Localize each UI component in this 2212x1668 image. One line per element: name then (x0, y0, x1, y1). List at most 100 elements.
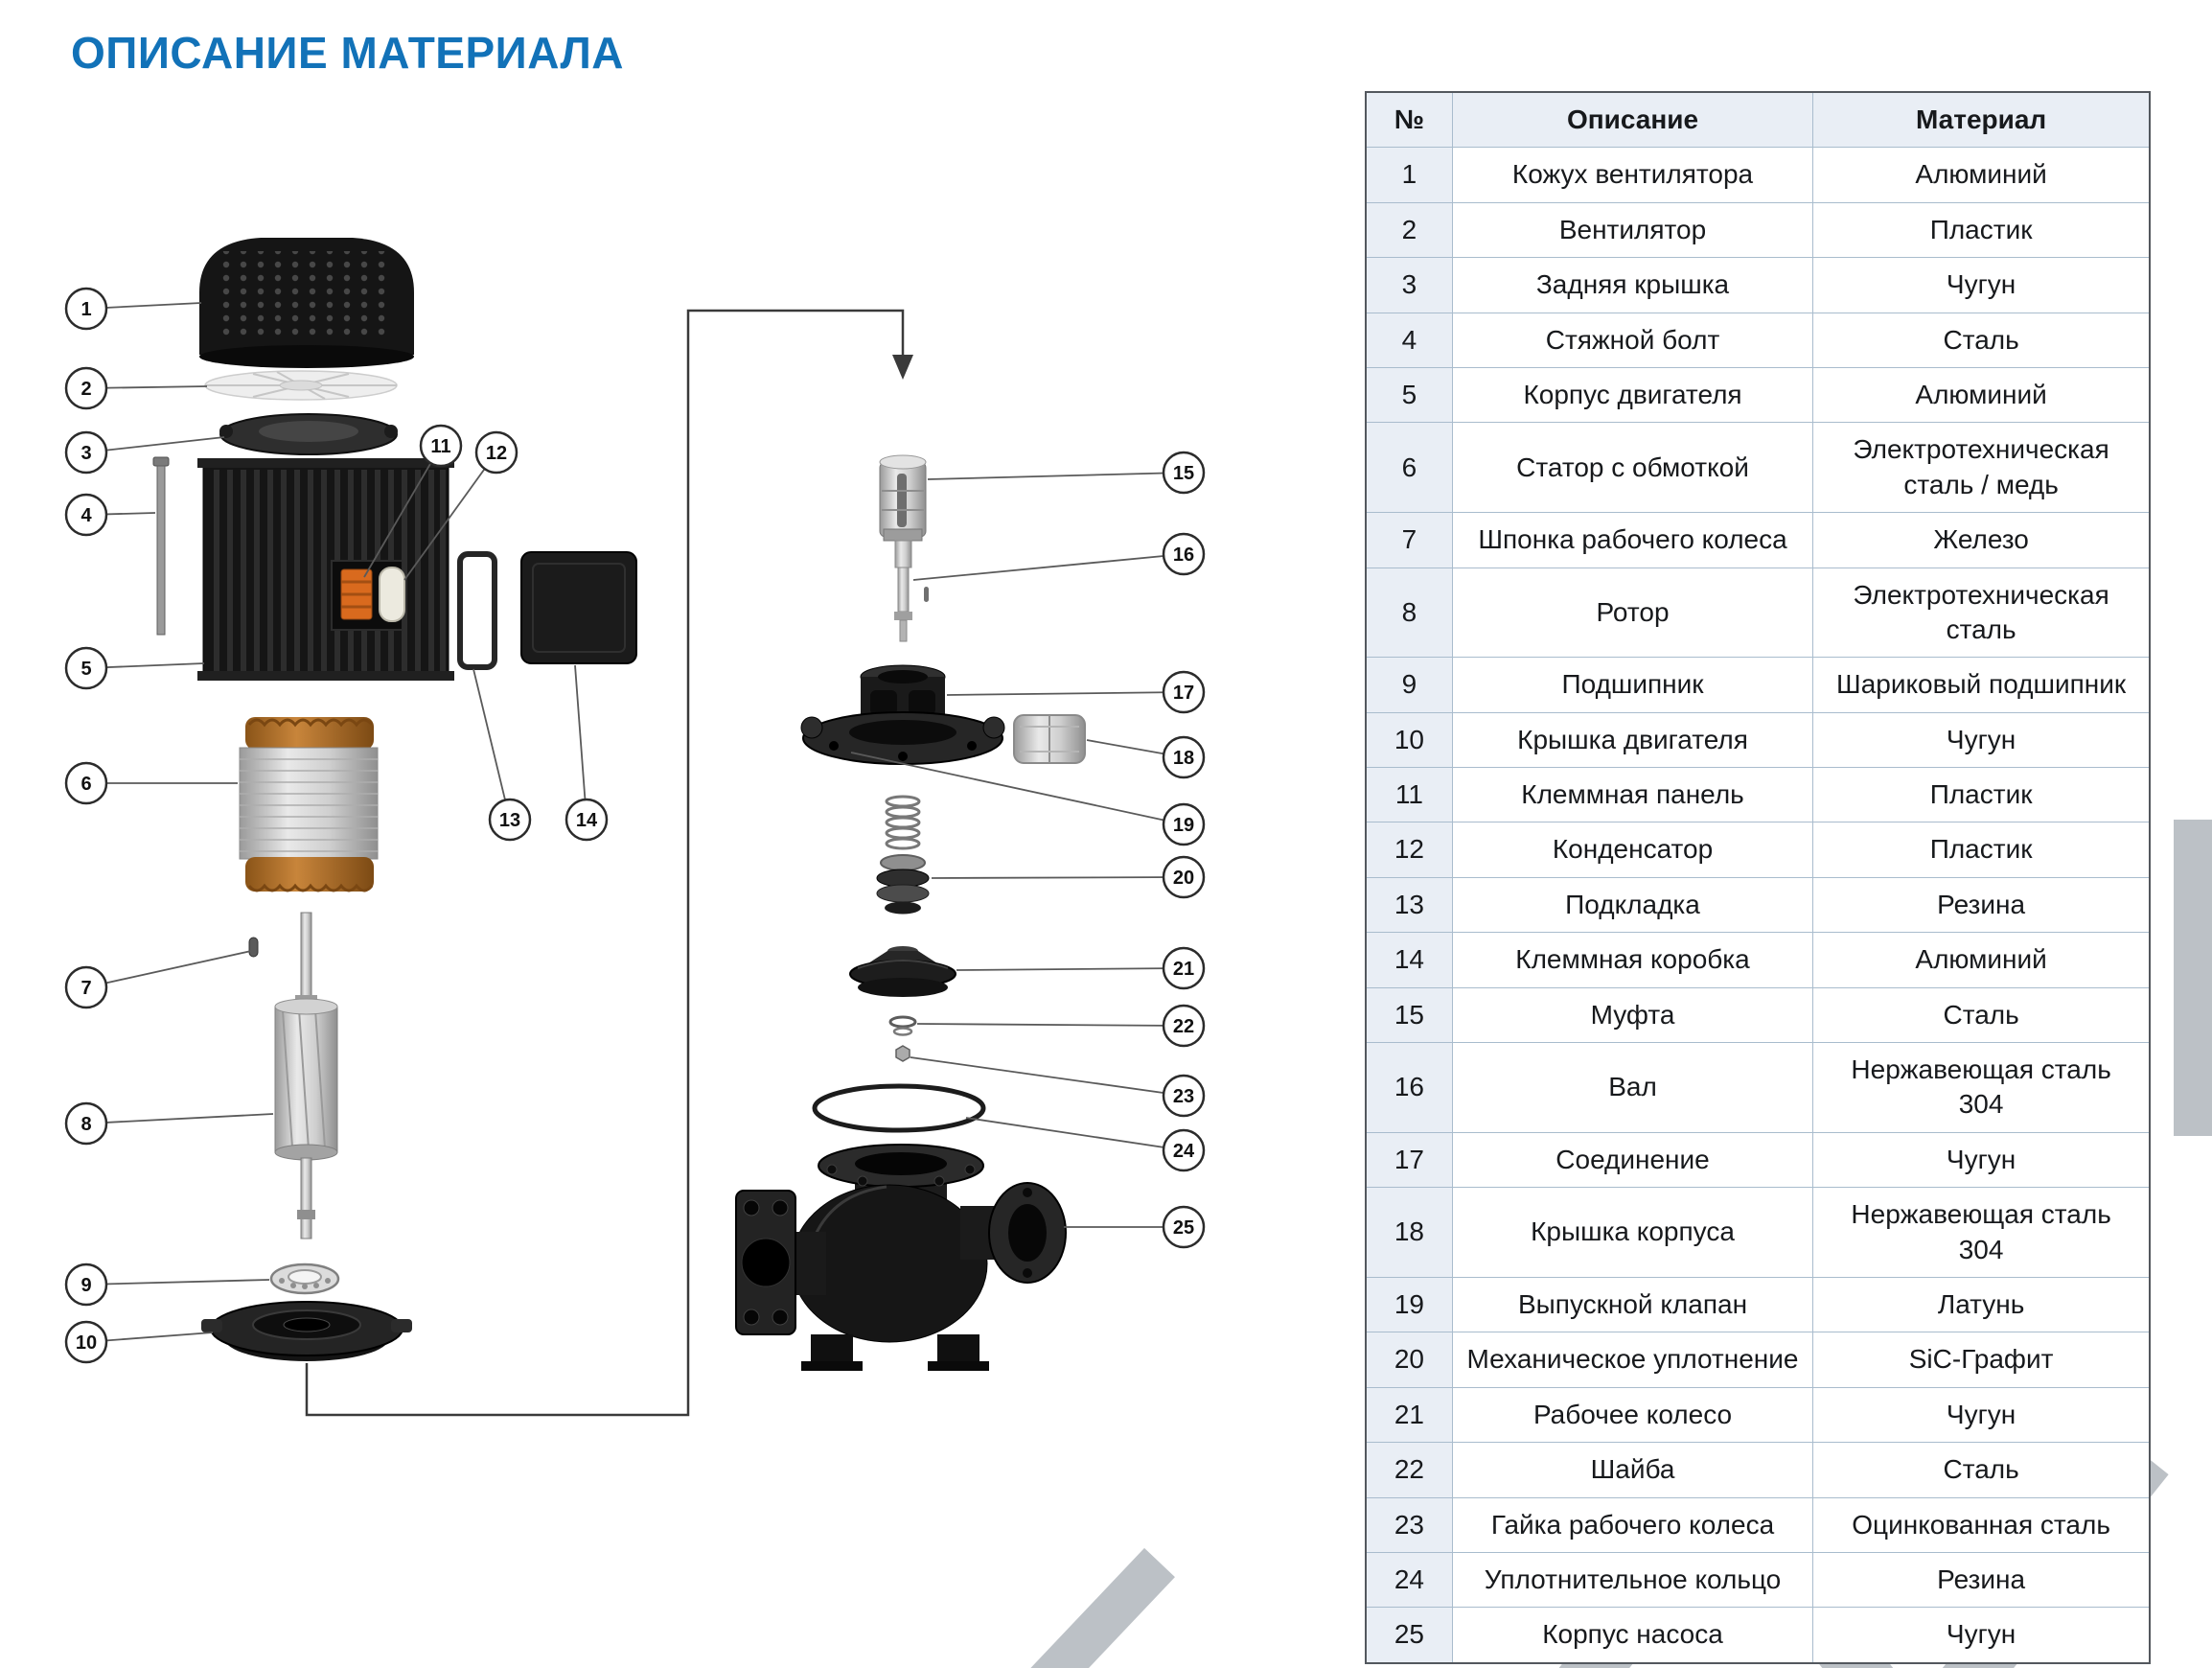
callout-leader-19 (850, 752, 1185, 825)
svg-text:17: 17 (1173, 683, 1194, 704)
callout-4: 4 (64, 493, 108, 537)
cell-mat: Сталь (1812, 312, 2151, 368)
callout-leader-24 (965, 1117, 1185, 1151)
callout-8: 8 (64, 1101, 108, 1146)
cell-mat: Алюминий (1812, 366, 2151, 424)
svg-text:6: 6 (81, 774, 91, 795)
callout-leader-23 (910, 1056, 1185, 1097)
arrow-down-icon (892, 355, 913, 380)
cell-mat: Нержавеющая сталь 304 (1812, 1042, 2151, 1133)
callout-leader-11 (363, 445, 442, 578)
cell-no: 1 (1365, 147, 1453, 203)
callout-6: 6 (64, 761, 108, 805)
callout-25: 25 (1162, 1205, 1206, 1249)
part-impeller-key (248, 937, 259, 958)
svg-text:3: 3 (81, 443, 91, 464)
cell-no: 14 (1365, 932, 1453, 988)
assembly-flow-line (305, 309, 913, 1417)
cell-mat: Чугун (1812, 1131, 2151, 1189)
part-tie-bolt (152, 456, 170, 636)
col-header-no: № (1365, 91, 1453, 149)
callout-2: 2 (64, 366, 108, 410)
part-capacitor (379, 567, 405, 622)
page-title: ОПИСАНИЕ МАТЕРИАЛА (71, 28, 624, 78)
cell-mat: Чугун (1812, 711, 2151, 769)
cell-no: 22 (1365, 1442, 1453, 1498)
svg-text:12: 12 (486, 443, 507, 464)
part-washer (888, 1015, 917, 1036)
cell-desc: Шпонка рабочего колеса (1451, 512, 1814, 568)
part-motor-cover (201, 1301, 412, 1361)
callout-leader-14 (574, 664, 588, 821)
callout-leader-21 (956, 967, 1185, 971)
part-impeller (849, 946, 956, 997)
part-connection (800, 664, 1005, 765)
cell-no: 11 (1365, 767, 1453, 823)
part-bearing (269, 1263, 340, 1295)
callout-leader-9 (85, 1279, 270, 1286)
callout-21: 21 (1162, 946, 1206, 990)
cell-desc: Клеммная панель (1451, 767, 1814, 823)
callout-16: 16 (1162, 532, 1206, 576)
callout-leader-22 (916, 1023, 1185, 1027)
cell-desc: Конденсатор (1451, 822, 1814, 878)
part-rotor (274, 912, 338, 1239)
callout-23: 23 (1162, 1074, 1206, 1118)
part-fan-cover (199, 238, 414, 368)
cell-no: 12 (1365, 822, 1453, 878)
cell-no: 9 (1365, 657, 1453, 713)
cell-no: 2 (1365, 201, 1453, 259)
cell-mat: Сталь (1812, 1442, 2151, 1498)
part-gasket (457, 551, 497, 670)
col-header-mat: Материал (1812, 91, 2151, 149)
callout-leader-12 (403, 452, 497, 581)
cell-desc: Соединение (1451, 1131, 1814, 1189)
part-terminal-box (520, 551, 637, 664)
shaft-key-icon (924, 587, 929, 602)
cell-no: 7 (1365, 512, 1453, 568)
cell-no: 3 (1365, 257, 1453, 313)
cell-mat: Оцинкованная сталь (1812, 1496, 2151, 1553)
cell-desc: Задняя крышка (1451, 257, 1814, 313)
part-terminal-panel (340, 568, 373, 620)
cell-desc: Подкладка (1451, 876, 1814, 934)
cell-mat: Железо (1812, 512, 2151, 568)
callout-leader-3 (85, 436, 225, 453)
svg-text:20: 20 (1173, 868, 1194, 889)
callout-14: 14 (565, 798, 609, 842)
cell-no: 10 (1365, 711, 1453, 769)
callout-17: 17 (1162, 670, 1206, 714)
callout-leader-7 (85, 950, 252, 988)
callout-13: 13 (488, 798, 532, 842)
svg-text:25: 25 (1173, 1217, 1194, 1239)
callout-leader-8 (85, 1113, 274, 1124)
cell-mat: Резина (1812, 1551, 2151, 1609)
svg-text:1: 1 (81, 299, 91, 320)
cell-desc: Ротор (1451, 567, 1814, 659)
cell-no: 8 (1365, 567, 1453, 659)
svg-text:5: 5 (81, 659, 91, 680)
table-header-row: № Описание Материал (1365, 91, 2151, 149)
svg-text:14: 14 (576, 810, 598, 831)
svg-text:23: 23 (1173, 1086, 1194, 1107)
part-o-ring (812, 1083, 986, 1133)
part-discharge-valve (885, 795, 921, 850)
cell-no: 23 (1365, 1496, 1453, 1553)
cell-desc: Механическое уплотнение (1451, 1332, 1814, 1388)
cell-mat: Чугун (1812, 1386, 2151, 1444)
part-mechanical-seal (876, 854, 930, 915)
cell-desc: Вал (1451, 1042, 1814, 1133)
svg-text:8: 8 (81, 1114, 91, 1135)
svg-text:10: 10 (76, 1332, 97, 1354)
part-coupling (879, 454, 927, 542)
